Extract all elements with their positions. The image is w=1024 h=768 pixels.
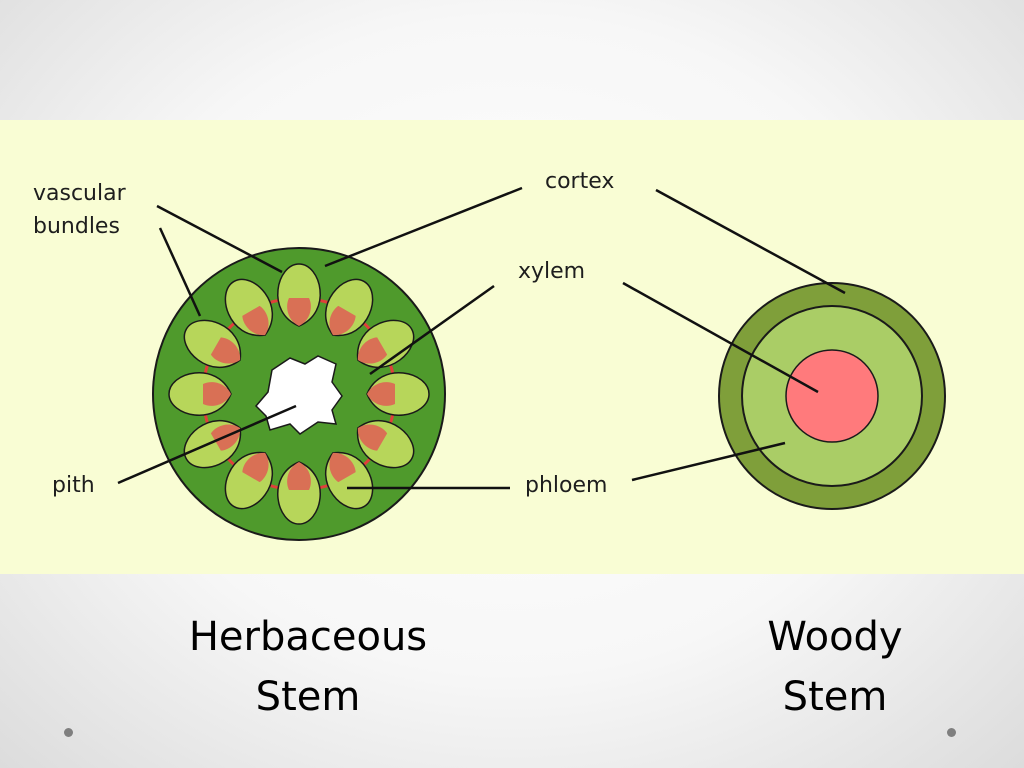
- slide-dot-right: [947, 728, 956, 737]
- vascular-bundle: [325, 278, 374, 336]
- vascular-bundle: [357, 420, 415, 469]
- label-xylem: xylem: [518, 259, 585, 284]
- vascular-bundle: [357, 319, 415, 368]
- label-vascular: vascular: [33, 181, 127, 206]
- vascular-bundle: [168, 372, 232, 416]
- vascular-bundle: [325, 452, 374, 510]
- caption-woody-line2: Stem: [782, 674, 888, 720]
- xylem-leader-herbaceous: [369, 284, 495, 376]
- leader-lines: [117, 186, 846, 490]
- vascular-leader-1: [156, 204, 283, 274]
- woody-xylem-core: [785, 349, 879, 443]
- slide-dot-left: [64, 728, 73, 737]
- label-phloem: phloem: [525, 473, 607, 498]
- label-pith: pith: [52, 473, 95, 498]
- caption-woody-stem: Woody Stem: [700, 607, 970, 727]
- vascular-bundle: [183, 319, 241, 368]
- vascular-bundle: [224, 452, 273, 510]
- vascular-bundle: [277, 263, 321, 327]
- label-bundles: bundles: [33, 214, 120, 239]
- caption-herbaceous-line1: Herbaceous: [188, 614, 428, 660]
- caption-herbaceous-stem: Herbaceous Stem: [148, 607, 468, 727]
- vascular-bundle: [277, 461, 321, 525]
- pith-leader: [117, 404, 297, 485]
- cortex-leader-herbaceous: [324, 186, 523, 268]
- caption-herbaceous-line2: Stem: [255, 674, 361, 720]
- caption-woody-line1: Woody: [767, 614, 903, 660]
- vascular-bundle: [183, 420, 241, 469]
- woody-stem: [718, 282, 946, 510]
- stem-diagram: vascular bundles cortex xylem pith phloe…: [33, 169, 946, 541]
- diagram-panel: vascular bundles cortex xylem pith phloe…: [0, 120, 1024, 574]
- vascular-leader-2: [158, 227, 202, 317]
- cortex-leader-woody: [655, 188, 846, 295]
- vascular-bundle: [224, 278, 273, 336]
- phloem-leader-woody: [631, 441, 786, 482]
- vascular-bundle: [366, 372, 430, 416]
- xylem-leader-woody: [622, 281, 819, 394]
- vascular-bundles: [168, 263, 430, 525]
- herbaceous-stem: [152, 247, 446, 541]
- label-cortex: cortex: [545, 169, 614, 194]
